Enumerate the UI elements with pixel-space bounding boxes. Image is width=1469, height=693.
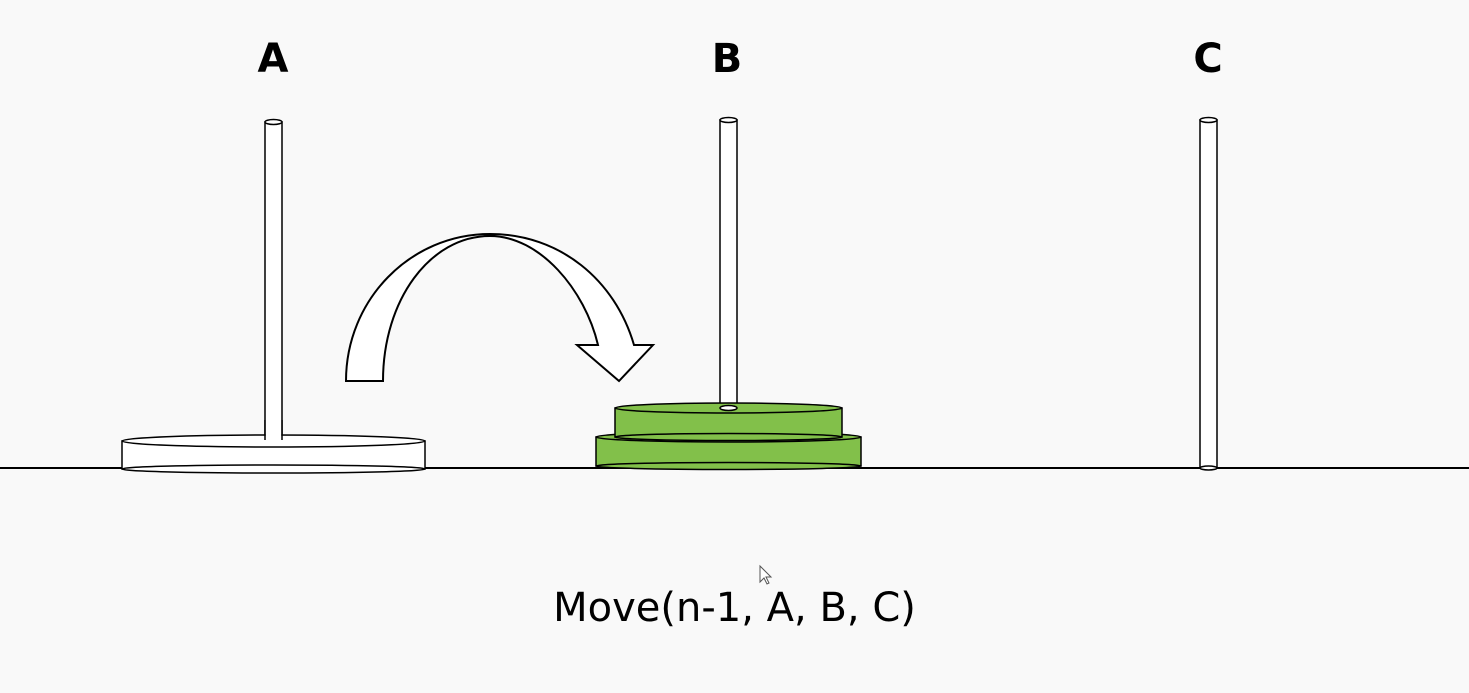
disk-small-green [614,402,843,442]
peg-c [1199,116,1218,471]
peg-label-c: C [1193,36,1223,82]
peg-a [264,118,283,441]
peg-label-a: A [257,36,289,82]
disk-large-white [121,434,426,474]
peg-label-b: B [711,36,743,82]
peg-b [719,116,738,411]
step-caption: Move(n-1, A, B, C) [553,585,916,631]
move-arrow-icon [344,232,656,383]
mouse-cursor-icon [759,564,773,585]
